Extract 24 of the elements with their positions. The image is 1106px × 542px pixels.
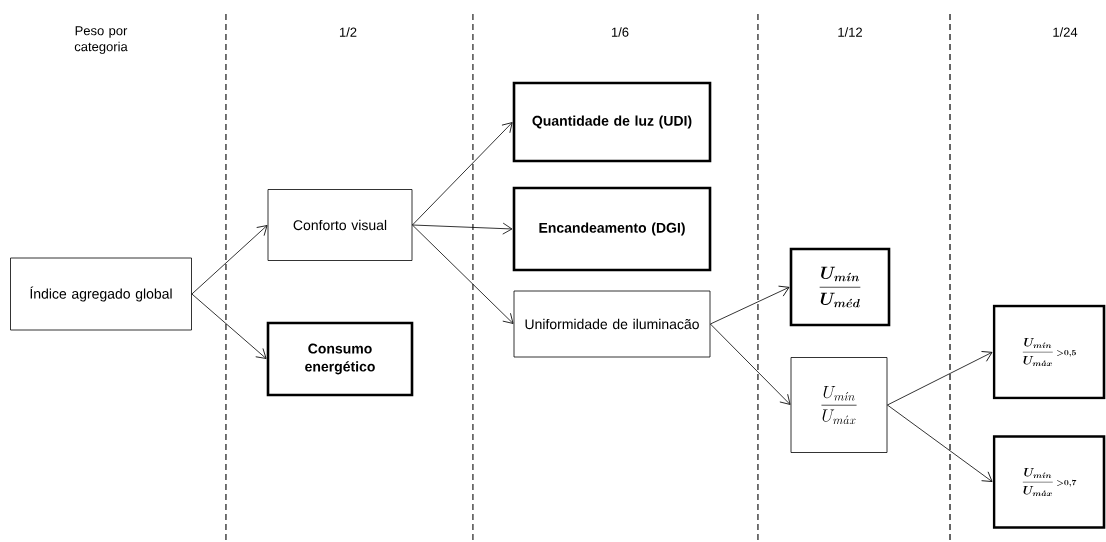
arrow [412,222,513,235]
process-box: Quantidade de luz (UDI) [512,81,712,163]
arrow [710,285,790,325]
arrow [412,122,513,226]
arrow [412,224,514,324]
arrow [191,293,267,359]
arrow [887,351,993,406]
process-box: Encandeamento (DGI) [512,186,712,272]
process-box: Uniformidade de iluminacão [513,290,711,358]
formula-box: $\frac{U_{m\acute{\imath}n}}{U_{m\acute{a}x}}\,{\scriptstyle >0{,}7}$ [992,435,1106,529]
column-header: 1/12 [838,27,862,37]
column-header: Peso por categoria [74,26,128,54]
formula-box: $\frac{U_{m\acute{\imath}n}}{U_{m\acute{a}x}}\,{\scriptstyle >0{,}5}$ [992,304,1106,400]
process-box: Índice agregado global [10,257,192,331]
process-box: Conforto visual [267,189,413,261]
arrow [710,323,791,405]
formula-box: $\frac{U_{m\acute{\imath}n}}{U_{m\acute{e}d}}$ [789,247,891,327]
process-box: Consumo energético [266,321,414,397]
column-header: 1/6 [611,27,629,37]
formula-box: $\frac{U_{m\acute{\imath}n}}{U_{m\acute{a}x}}$ [790,357,888,453]
arrow [887,404,993,482]
arrow [191,225,268,295]
column-header: 1/2 [339,27,357,37]
column-header: 1/24 [1053,27,1078,37]
